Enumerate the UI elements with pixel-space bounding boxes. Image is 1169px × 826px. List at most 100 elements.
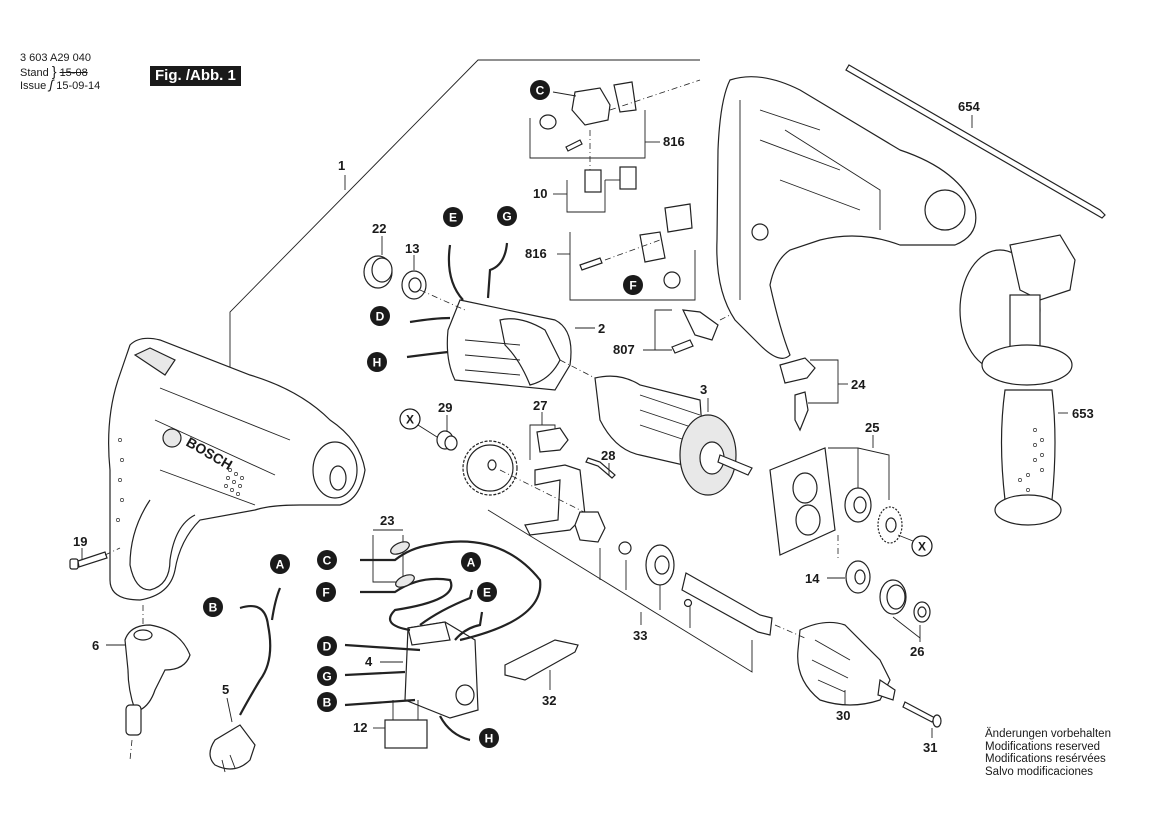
stand-label: Stand: [20, 67, 49, 79]
issue-value: 15-09-14: [56, 80, 101, 92]
cover-part-32: [504, 639, 579, 690]
svg-text:B: B: [323, 696, 332, 710]
label-part-12: 12: [353, 720, 367, 735]
svg-text:X: X: [918, 540, 926, 554]
power-cord-part-5: [209, 587, 282, 773]
label-part-23: 23: [380, 513, 394, 528]
housing-part-1: BOSCH: [108, 337, 366, 601]
label-part-14: 14: [805, 571, 820, 586]
marker-F-switch: F: [316, 582, 336, 602]
bearing-part-25: [844, 487, 872, 523]
bearing-part-14: [827, 535, 871, 594]
leader-part-1: [229, 59, 700, 370]
svg-text:G: G: [322, 670, 331, 684]
svg-text:F: F: [629, 279, 636, 293]
armature-part-3: [559, 359, 753, 496]
spindle-set-part-33: [487, 509, 773, 673]
bearing-plate-part-25: [769, 435, 890, 556]
label-part-33: 33: [633, 628, 647, 643]
marker-A-cord: A: [270, 554, 290, 574]
issue-label: Issue: [20, 80, 47, 92]
label-part-1: 1: [338, 158, 345, 173]
svg-text:E: E: [483, 586, 491, 600]
marker-E-stator: E: [443, 207, 463, 227]
marker-H-switch: H: [479, 728, 499, 748]
cord-guard-part-6: [106, 605, 191, 761]
svg-text:C: C: [536, 84, 545, 98]
stator-part-2: [406, 242, 595, 391]
figure-label: Fig. /Abb. 1: [150, 66, 241, 86]
label-part-19: 19: [73, 534, 87, 549]
bearing-part-13: [401, 255, 466, 311]
modifications-notice: Änderungen vorbehalten Modifications res…: [985, 728, 1111, 778]
connector-markers: C E G D H F A B C F A E D G B H X X: [203, 80, 933, 748]
capacitor-part-12: [373, 700, 428, 749]
label-part-807: 807: [613, 342, 635, 357]
stand-row: Stand } 15-08: [20, 63, 88, 80]
wiring-harness-part-23: [344, 529, 542, 742]
label-part-30: 30: [836, 708, 850, 723]
label-part-31: 31: [923, 740, 937, 755]
svg-text:C: C: [323, 554, 332, 568]
svg-text:A: A: [467, 556, 476, 570]
spring-part-29: [417, 415, 458, 451]
marker-D-switch: D: [317, 636, 337, 656]
switch-part-4: [380, 621, 479, 719]
marker-E-switch: E: [477, 582, 497, 602]
depth-stop-rod-part-654: [845, 64, 1106, 219]
switch-lever-part-27: [499, 412, 601, 536]
label-part-25: 25: [865, 420, 879, 435]
marker-F-brush: F: [623, 275, 643, 295]
part-labels: 1 2 3 4 5 6 10 12 13 14 19 22 23 24 25 2…: [73, 99, 1094, 755]
label-part-10: 10: [533, 186, 547, 201]
label-part-2: 2: [598, 321, 605, 336]
svg-text:X: X: [406, 413, 414, 427]
marker-C-switch: C: [317, 550, 337, 570]
notice-line-de: Änderungen vorbehalten: [985, 728, 1111, 740]
marker-H-stator: H: [367, 352, 387, 372]
marker-G-stator: G: [497, 206, 517, 226]
document-number: 3 603 A29 040: [20, 52, 91, 64]
svg-text:H: H: [485, 732, 494, 746]
brace-icon: }: [51, 63, 57, 79]
svg-text:F: F: [322, 586, 329, 600]
notice-line-en: Modifications reserved: [985, 740, 1101, 753]
svg-text:B: B: [209, 601, 218, 615]
bearing-cap-part-22: [363, 236, 393, 289]
label-part-24: 24: [851, 377, 866, 392]
svg-text:H: H: [373, 356, 382, 370]
label-part-22: 22: [372, 221, 386, 236]
marker-D-stator: D: [370, 306, 390, 326]
clutch-washer-part-25: [877, 506, 919, 544]
svg-text:A: A: [276, 558, 285, 572]
selector-part-24: [779, 357, 848, 432]
label-part-29: 29: [438, 400, 452, 415]
notice-line-es: Salvo modificaciones: [985, 765, 1094, 778]
svg-text:E: E: [449, 211, 457, 225]
screw-part-31: [902, 701, 942, 738]
stand-value: 15-08: [59, 67, 88, 79]
brush-holder-assembly-part-816-upper: [529, 79, 701, 170]
label-part-654: 654: [958, 99, 980, 114]
spring-clip-part-28: [585, 457, 616, 479]
marker-B-switch: B: [317, 692, 337, 712]
marker-G-switch: G: [317, 666, 337, 686]
clamp-part-807: [643, 309, 741, 354]
label-part-653: 653: [1072, 406, 1094, 421]
screw-part-19: [69, 547, 121, 570]
marker-X-spring: X: [399, 408, 421, 430]
svg-text:G: G: [502, 210, 511, 224]
label-part-816-lower: 816: [525, 246, 547, 261]
label-part-5: 5: [222, 682, 229, 697]
label-part-27: 27: [533, 398, 547, 413]
label-part-28: 28: [601, 448, 615, 463]
marker-X-clutch: X: [911, 535, 933, 557]
side-handle-part-653: [959, 234, 1076, 526]
label-part-26: 26: [910, 644, 924, 659]
housing-shell-right: [716, 76, 977, 359]
drill-chuck-part-30: [774, 621, 896, 706]
label-part-32: 32: [542, 693, 556, 708]
marker-A-switch: A: [461, 552, 481, 572]
svg-text:D: D: [376, 310, 385, 324]
